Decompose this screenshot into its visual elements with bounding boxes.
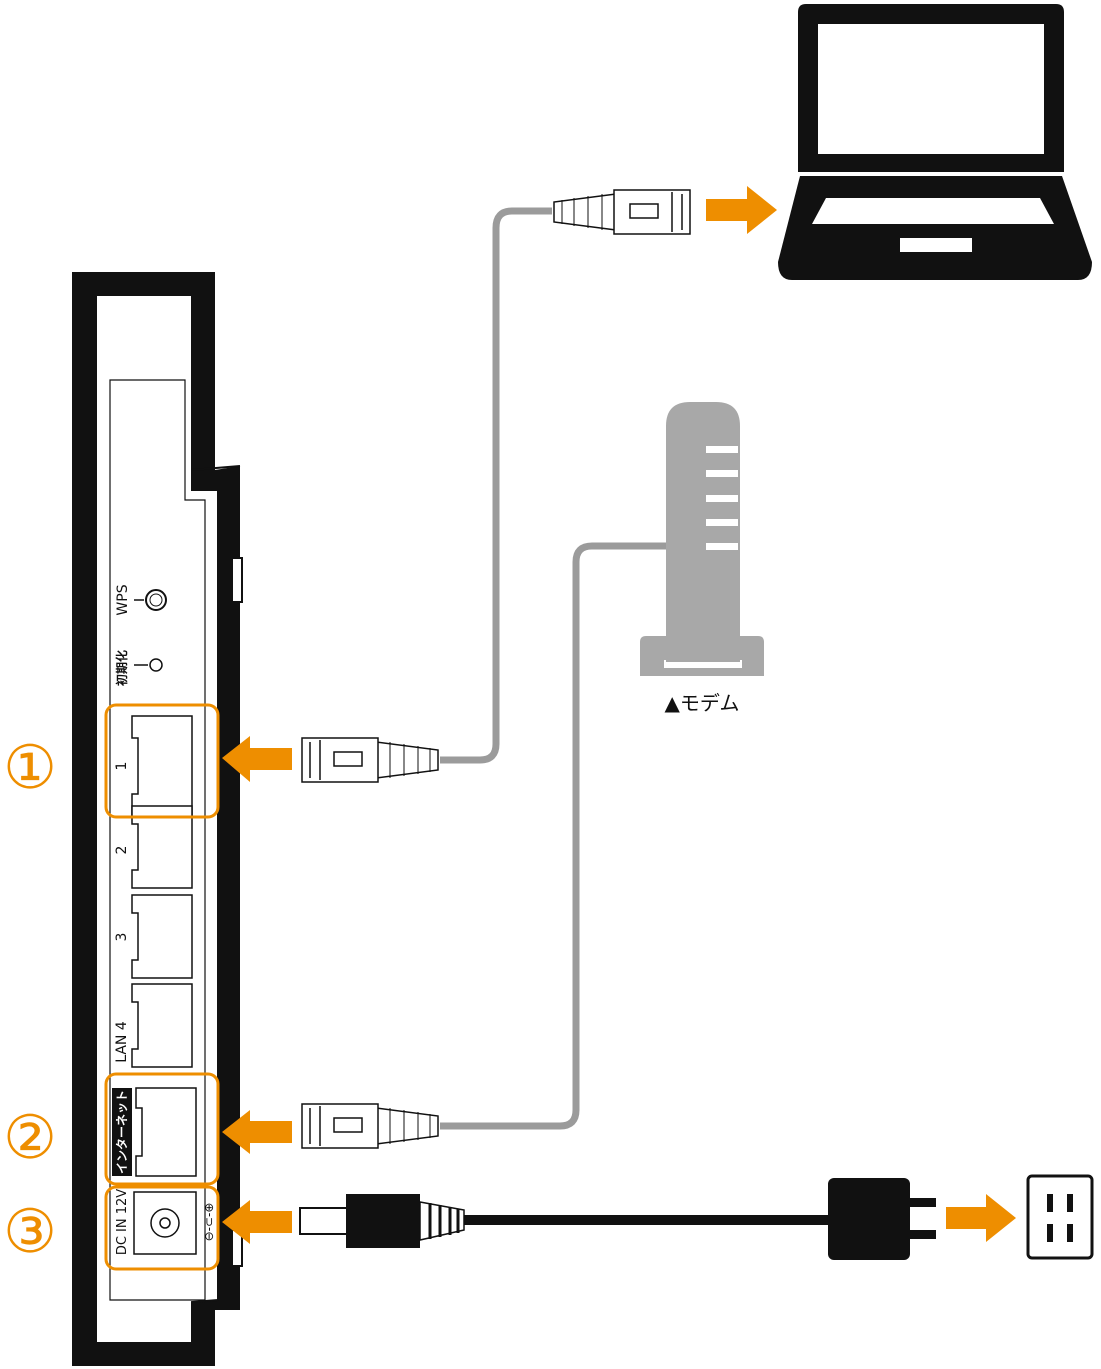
highlight-lan-port-1 — [104, 703, 220, 819]
polarity-symbol: ⊖-⊂-⊕ — [202, 1203, 216, 1242]
modem-caption: ▲モデム — [665, 691, 740, 715]
arrow-left-icon — [222, 1110, 292, 1154]
dc-in-label: DC IN 12V — [115, 1189, 130, 1255]
lan-port-2[interactable] — [131, 805, 193, 889]
lan-port-1-label: 1 — [114, 762, 130, 771]
lan-port-2-label: 2 — [114, 846, 130, 855]
step-3-number: ③ — [3, 1197, 57, 1267]
laptop-icon — [778, 4, 1092, 280]
lan-port-1[interactable] — [131, 715, 193, 817]
internet-port[interactable] — [135, 1087, 197, 1177]
arrow-right-icon — [706, 186, 777, 234]
lan-cable-modem — [440, 542, 668, 1130]
step-2-number: ② — [3, 1103, 57, 1173]
internet-label-bg — [112, 1088, 132, 1176]
step-1-number: ① — [3, 733, 57, 803]
wps-label: WPS — [115, 584, 131, 615]
arrow-left-icon — [222, 736, 292, 782]
internet-label: インターネット — [115, 1090, 129, 1174]
arrow-left-icon — [222, 1200, 292, 1244]
highlight-dc-in — [104, 1185, 220, 1271]
modem-icon — [640, 402, 764, 676]
lan-plug-icon — [553, 189, 691, 235]
arrow-right-icon — [946, 1194, 1016, 1242]
reset-label: 初期化 — [114, 650, 129, 686]
wall-outlet-icon — [1026, 1174, 1094, 1260]
lan-port-4-label: LAN 4 — [114, 1021, 130, 1063]
lan-port-4[interactable] — [131, 983, 193, 1068]
lan-port-3-label: 3 — [114, 933, 130, 942]
highlight-internet-port — [104, 1072, 220, 1186]
lan-plug-icon — [301, 737, 439, 783]
lan-cable-pc — [440, 207, 552, 764]
wps-button[interactable] — [145, 589, 167, 611]
power-adapter-icon — [828, 1178, 936, 1260]
dc-plug — [299, 1194, 465, 1248]
lan-plug-icon — [301, 1103, 439, 1149]
reset-pinhole[interactable] — [149, 658, 163, 672]
dc-in-jack[interactable] — [133, 1191, 197, 1255]
lan-port-3[interactable] — [131, 894, 193, 979]
